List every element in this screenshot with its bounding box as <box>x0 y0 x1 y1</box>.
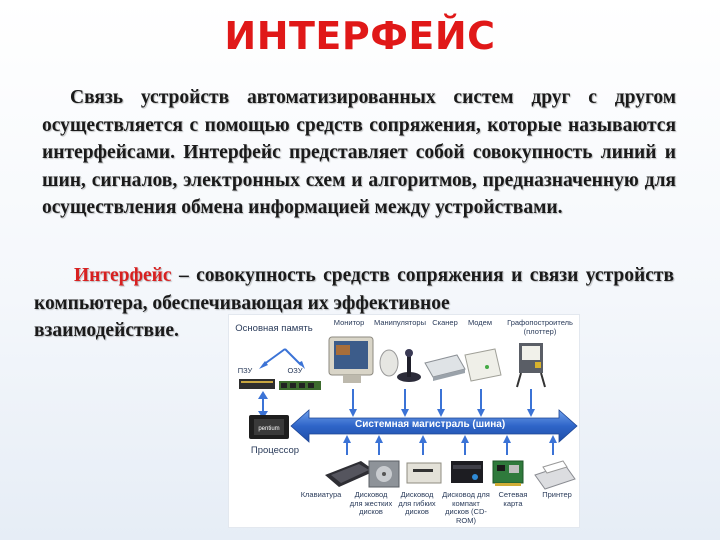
svg-text:pentium: pentium <box>258 426 279 432</box>
paragraph-2-last-line: взаимодействие. <box>34 320 179 341</box>
modem-icon <box>464 348 502 382</box>
memory-label: Основная память <box>235 323 313 334</box>
keyboard-icon <box>325 461 375 487</box>
manipulators-icon <box>379 349 421 382</box>
monitor-icon <box>328 336 374 383</box>
device-label-printer: Принтер <box>542 490 572 499</box>
plotter-icon <box>516 343 546 388</box>
floppy-drive-icon <box>406 462 442 484</box>
network-card-icon <box>492 460 524 486</box>
paragraph-definition-1: Связь устройств автоматизированных систе… <box>42 87 676 218</box>
system-bus-label: Системная магистраль (шина) <box>355 419 506 430</box>
device-label-monitor: Монитор <box>333 318 365 327</box>
paragraph-2-body: – совокупность средств сопряжения и связ… <box>34 265 674 314</box>
cd-rom-drive-icon <box>451 461 483 483</box>
hard-disk-drive-icon <box>368 460 400 488</box>
device-label-cd-rom: Дисковод для компакт дисков (CD-ROM) <box>442 490 490 525</box>
diagram-graphics: pentium <box>239 336 578 490</box>
rom-chip-icon <box>239 379 275 389</box>
device-label-manipulators: Манипуляторы <box>373 318 426 327</box>
system-bus-arrow <box>290 409 578 443</box>
paragraph-definition-2: Интерфейс – совокупность средств сопряже… <box>34 262 674 317</box>
device-label-scanner: Сканер <box>432 318 458 327</box>
computer-architecture-diagram: pentium <box>228 314 580 528</box>
scanner-icon <box>424 354 466 381</box>
device-label-plotter: Графопостроитель (плоттер) <box>507 318 573 336</box>
term-interface: Интерфейс <box>74 265 172 286</box>
rom-label: ПЗУ <box>237 366 253 375</box>
device-label-network-card: Сетевая карта <box>498 490 528 508</box>
slide-title: ИНТЕРФЕЙС <box>224 14 496 58</box>
ram-label: ОЗУ <box>287 366 303 375</box>
printer-icon <box>534 460 576 490</box>
device-label-modem: Модем <box>467 318 493 327</box>
device-label-hard-disk: Дисковод для жестких дисков <box>349 490 393 516</box>
device-label-keyboard: Клавиатура <box>300 490 342 499</box>
memory-arrows <box>262 348 302 366</box>
cpu-label: Процессор <box>250 445 300 456</box>
device-label-floppy: Дисковод для гибких дисков <box>398 490 436 516</box>
